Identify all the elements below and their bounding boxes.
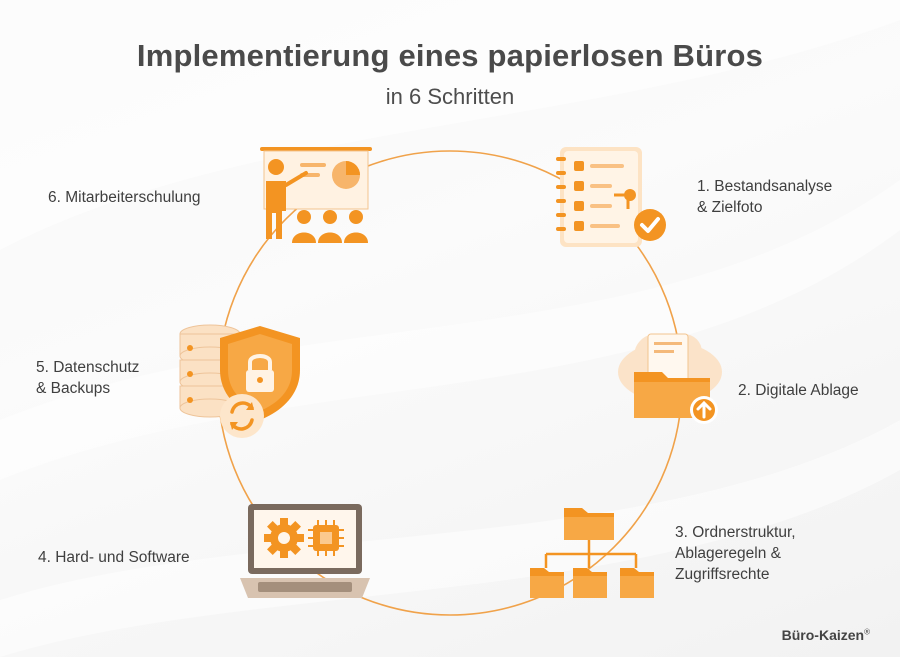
step-4-label: 4. Hard- und Software <box>38 549 190 566</box>
laptop-gear-icon <box>240 504 370 598</box>
folder-tree-icon <box>530 508 654 598</box>
page-title: Implementierung eines papierlosen Büros <box>136 38 764 73</box>
brand-registered-mark: ® <box>864 627 870 637</box>
step-1-label: 1. Bestandsanalyse & Zielfoto <box>697 178 833 216</box>
step-5-label: 5. Datenschutz & Backups <box>36 359 140 397</box>
brand-logo: Büro-Kaizen® <box>782 627 870 643</box>
brand-name: Büro-Kaizen <box>781 627 865 643</box>
step-2-label: 2. Digitale Ablage <box>738 382 859 399</box>
shield-lock-icon <box>179 324 300 438</box>
cloud-folder-icon <box>618 333 722 424</box>
step-6-label: 6. Mitarbeiterschulung <box>48 189 201 206</box>
step-3-label: 3. Ordnerstruktur, Ablageregeln & Zugrif… <box>675 524 796 583</box>
checklist-icon <box>556 147 666 247</box>
presentation-icon <box>260 147 372 243</box>
page-subtitle: in 6 Schritten <box>385 84 515 109</box>
